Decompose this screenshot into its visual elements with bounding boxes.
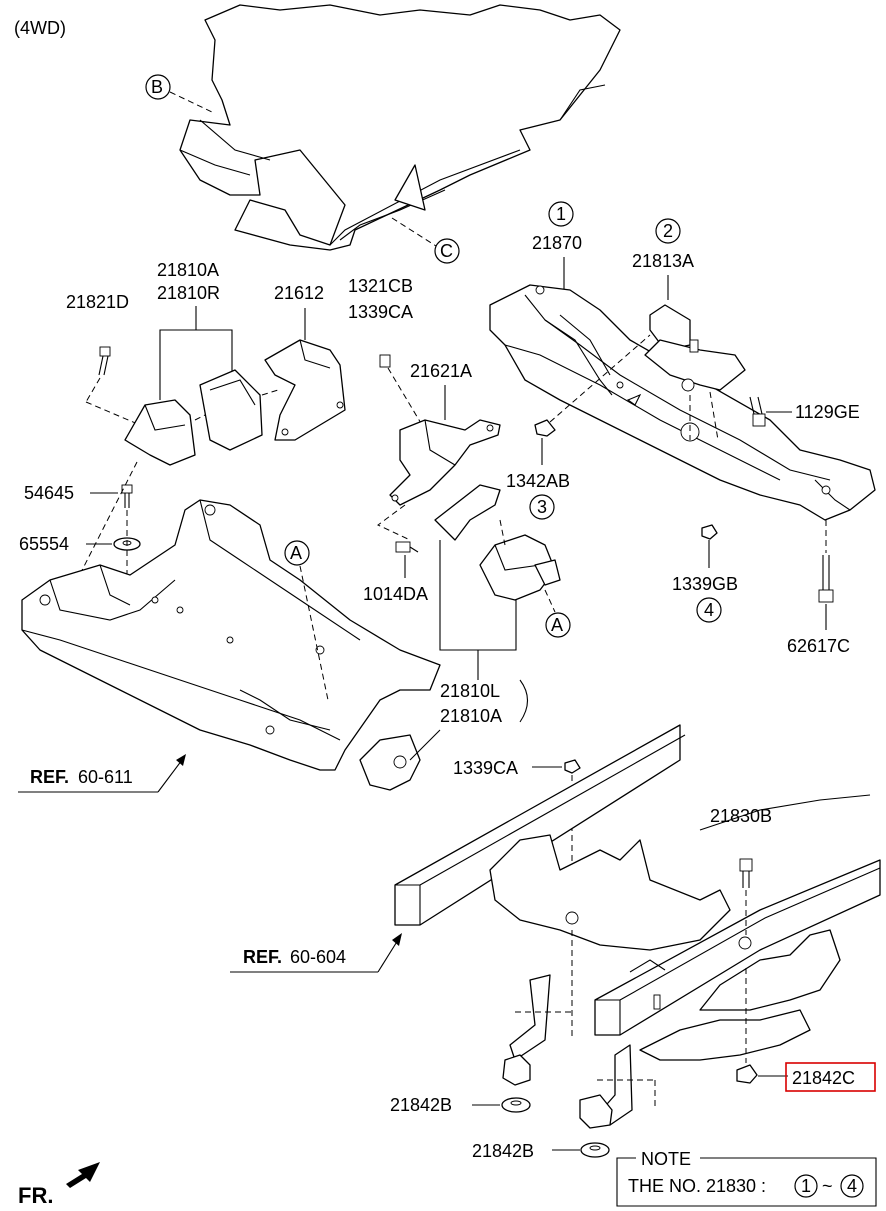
part-label-21612: 21612 bbox=[274, 283, 324, 303]
mount-insulator-21810A bbox=[124, 369, 263, 466]
part-label-1339CA-top: 1339CA bbox=[348, 302, 413, 322]
callout-B-label: B bbox=[151, 77, 163, 97]
callout-4-label: 4 bbox=[704, 600, 714, 620]
note-text: THE NO. 21830 : bbox=[628, 1176, 766, 1196]
engine-transmission-drawing bbox=[179, 4, 621, 251]
callout-C bbox=[434, 238, 460, 264]
part-label-21813A: 21813A bbox=[632, 251, 694, 271]
ref-60-611: REF. 60-611 bbox=[30, 767, 133, 787]
bracket-21612 bbox=[264, 339, 346, 441]
mount-insulator-21813A bbox=[644, 304, 746, 392]
mount-insulator-21810L bbox=[434, 484, 561, 601]
part-label-21810R: 21810R bbox=[157, 283, 220, 303]
part-label-21842B-1: 21842B bbox=[390, 1095, 452, 1115]
callout-B bbox=[145, 74, 171, 100]
front-direction-label: FR. bbox=[18, 1183, 53, 1208]
callout-3 bbox=[529, 494, 555, 520]
note-range-end: 4 bbox=[847, 1176, 857, 1196]
callout-A-left bbox=[284, 540, 310, 566]
part-label-1342AB: 1342AB bbox=[506, 471, 570, 491]
callout-A-mid bbox=[545, 612, 571, 638]
part-label-21842B-2: 21842B bbox=[472, 1141, 534, 1161]
bolt-1014DA bbox=[395, 541, 419, 553]
bushing-21842B-2 bbox=[580, 1142, 610, 1158]
ref-60-604: REF. 60-604 bbox=[243, 947, 346, 967]
part-label-21830B: 21830B bbox=[710, 806, 772, 826]
callout-2 bbox=[655, 218, 681, 244]
part-label-1014DA: 1014DA bbox=[363, 584, 428, 604]
variant-label: (4WD) bbox=[14, 18, 66, 38]
note-range-sep: ~ bbox=[822, 1176, 833, 1196]
nut-1339GB bbox=[701, 524, 718, 540]
part-label-1129GE: 1129GE bbox=[795, 402, 860, 422]
bolt-21830B bbox=[739, 858, 753, 888]
callout-C-label: C bbox=[440, 241, 453, 261]
callout-2-label: 2 bbox=[663, 221, 673, 241]
callout-1 bbox=[548, 201, 574, 227]
note-box: NOTE THE NO. 21830 : 1 ~ 4 bbox=[616, 1149, 877, 1207]
callout-1-label: 1 bbox=[556, 204, 566, 224]
part-label-21810L: 21810L bbox=[440, 681, 500, 701]
part-label-1321CB: 1321CB bbox=[348, 276, 413, 296]
part-label-21810A: 21810A bbox=[157, 260, 219, 280]
part-label-21842C: 21842C bbox=[792, 1068, 855, 1088]
front-direction-indicator: FR. bbox=[18, 1162, 100, 1208]
note-title: NOTE bbox=[641, 1149, 691, 1169]
transmission-crossmember-21870 bbox=[489, 284, 876, 521]
part-label-1339GB: 1339GB bbox=[672, 574, 738, 594]
bracket-21621A bbox=[389, 419, 501, 506]
bushing-21842B-1 bbox=[501, 1097, 531, 1113]
bolt-54645 bbox=[121, 484, 133, 508]
bolt-62617C bbox=[818, 555, 834, 603]
bolt-1129GE bbox=[749, 396, 766, 427]
nut-1339CA bbox=[564, 759, 581, 774]
callout-3-label: 3 bbox=[537, 497, 547, 517]
part-label-1339CA-mid: 1339CA bbox=[453, 758, 518, 778]
part-label-21870: 21870 bbox=[532, 233, 582, 253]
part-label-21821D: 21821D bbox=[66, 292, 129, 312]
body-mount-bracket-right bbox=[579, 1044, 633, 1129]
note-range-start: 1 bbox=[801, 1176, 811, 1196]
part-label-65554: 65554 bbox=[19, 534, 69, 554]
callout-4 bbox=[696, 597, 722, 623]
nut-21842C bbox=[736, 1064, 758, 1084]
nut-1342AB bbox=[534, 419, 556, 437]
bolt-21821D bbox=[98, 346, 111, 376]
front-arrow-icon bbox=[66, 1162, 100, 1188]
callout-A-left-label: A bbox=[290, 543, 302, 563]
body-mount-bracket-left bbox=[502, 974, 551, 1086]
part-label-21810A-2: 21810A bbox=[440, 706, 502, 726]
nut-1321CB bbox=[379, 354, 391, 368]
callout-A-mid-label: A bbox=[551, 615, 563, 635]
part-label-62617C: 62617C bbox=[787, 636, 850, 656]
highlight-box-21842C bbox=[785, 1062, 876, 1092]
part-label-54645: 54645 bbox=[24, 483, 74, 503]
front-crossmember-drawing bbox=[21, 499, 441, 791]
vehicle-frame-drawing bbox=[394, 724, 881, 1061]
part-label-21621A: 21621A bbox=[410, 361, 472, 381]
